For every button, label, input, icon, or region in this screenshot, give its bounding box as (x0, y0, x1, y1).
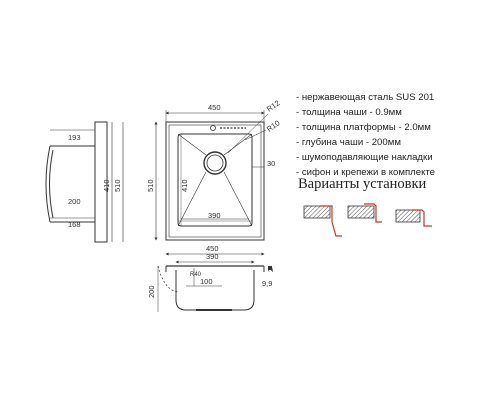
install-variant-2 (347, 203, 382, 223)
spec-item: - глубина чаши - 200мм (296, 137, 401, 148)
side-dim-510: 510 (113, 179, 122, 192)
section-view (157, 252, 265, 312)
top-bowl-outline (177, 133, 253, 227)
spec-item: - толщина чаши - 0.9мм (296, 107, 402, 118)
section-lip-mark (268, 266, 272, 270)
section-dim-r40: R40 (190, 272, 202, 278)
top-dim-450: 450 (208, 103, 221, 112)
section-dim-450: 450 (206, 244, 219, 253)
spec-item: - сифон и крепежи в комплекте (296, 167, 436, 178)
side-dim-168: 168 (68, 220, 81, 229)
side-panel-outline (94, 121, 108, 243)
section-bowl-profile (175, 270, 255, 311)
side-dim-193: 193 (68, 133, 81, 142)
install-variant-3 (395, 209, 432, 227)
top-dim-r12: R12 (265, 98, 281, 113)
spec-item: - шумоподавляющие накладки (296, 152, 433, 163)
side-bowl-curve (45, 145, 51, 223)
side-dim-200: 200 (68, 197, 81, 206)
side-dim-410: 410 (102, 179, 111, 192)
install-variants-title: Варианты установки (298, 176, 427, 192)
spec-item: - нержавеющая сталь SUS 201 (296, 92, 435, 103)
top-dim-r10: R10 (265, 118, 281, 133)
top-dim-410: 410 (180, 179, 189, 192)
top-dim-30: 30 (267, 159, 275, 168)
tap-hole-icon (210, 125, 216, 131)
install-variant-1 (303, 205, 342, 237)
drain-outer-icon (203, 151, 227, 175)
top-deck-outline (165, 121, 265, 241)
side-view (45, 121, 124, 243)
section-dim-9-9: 9,9 (262, 279, 272, 288)
top-dim-390: 390 (208, 211, 221, 220)
top-view (154, 110, 269, 241)
section-dim-100: 100 (200, 277, 213, 286)
spec-list: - нержавеющая сталь SUS 201 - толщина ча… (296, 90, 435, 180)
section-dim-2: 2 (266, 268, 275, 272)
top-dim-510: 510 (146, 179, 155, 192)
section-dim-390: 390 (206, 252, 219, 261)
drain-inner-icon (206, 154, 224, 172)
section-dim-200: 200 (147, 285, 156, 298)
spec-item: - толщина платформы - 2.0мм (296, 122, 431, 133)
